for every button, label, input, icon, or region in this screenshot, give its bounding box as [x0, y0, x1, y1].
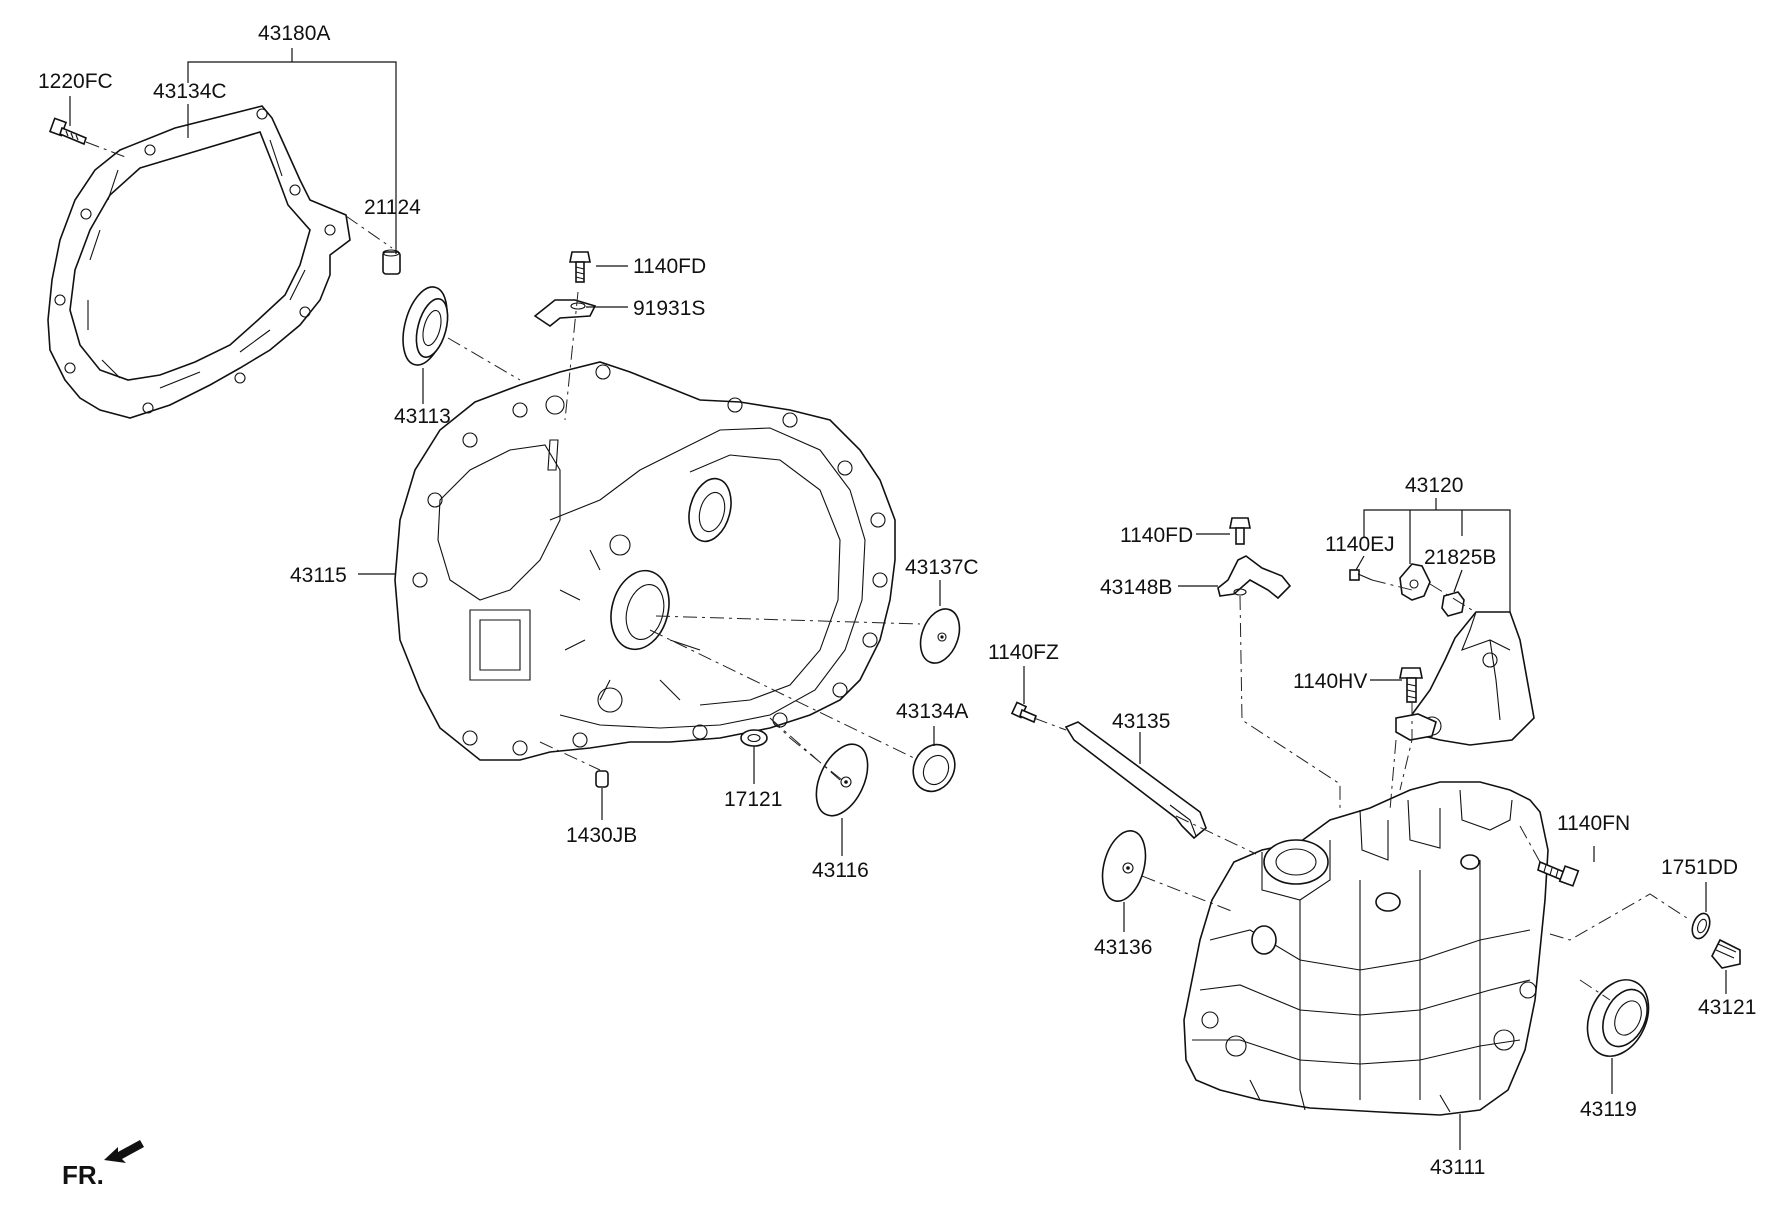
bolt-1220FC [48, 117, 87, 146]
breather-43135 [1064, 721, 1207, 840]
assembly-lines [85, 141, 1691, 1001]
front-direction-marker: FR. [62, 1140, 144, 1190]
bracket-43120 [1395, 611, 1535, 746]
front-label: FR. [62, 1160, 104, 1190]
label-43137C: 43137C [905, 556, 979, 579]
seal-43134A [912, 743, 956, 793]
label-1430JB: 1430JB [566, 824, 637, 847]
bolt-1140FZ [1010, 701, 1037, 724]
dowel-21124 [382, 249, 401, 275]
gasket-1751DD [1691, 912, 1711, 940]
label-43135: 43135 [1112, 710, 1170, 733]
gasket-43134C [47, 105, 351, 419]
label-1140FD-lower: 1140FD [1120, 524, 1193, 547]
label-43120: 43120 [1405, 474, 1463, 497]
bolt-1140FN [1537, 860, 1580, 887]
label-1140EJ: 1140EJ [1325, 533, 1395, 556]
label-1140FN: 1140FN [1557, 812, 1630, 835]
bolt-1140FD-lower [1229, 517, 1251, 545]
plug-43137C [919, 608, 961, 664]
label-43115: 43115 [290, 564, 347, 587]
label-1140FD-upper: 1140FD [633, 255, 706, 278]
clutch-housing-43115 [394, 361, 896, 761]
label-1140HV: 1140HV [1293, 670, 1367, 693]
label-1140FZ: 1140FZ [988, 641, 1059, 664]
label-17121: 17121 [724, 788, 782, 811]
label-21124: 21124 [364, 196, 421, 219]
label-43119: 43119 [1580, 1098, 1637, 1121]
front-arrow-icon [104, 1140, 144, 1163]
label-1751DD: 1751DD [1661, 856, 1738, 879]
label-43180A: 43180A [258, 22, 330, 45]
label-21825B: 21825B [1424, 546, 1496, 569]
leader-lines [69, 48, 1727, 1150]
plug-43121 [1711, 938, 1741, 969]
nut-21825B [1441, 591, 1465, 617]
label-43134C: 43134C [153, 80, 227, 103]
plug-43116 [815, 743, 869, 817]
label-43148B: 43148B [1100, 576, 1172, 599]
seal-43113 [402, 286, 449, 366]
transaxle-case-43111 [1183, 781, 1549, 1116]
label-43136: 43136 [1094, 936, 1152, 959]
seal-43119 [1586, 979, 1650, 1057]
label-43113: 43113 [394, 405, 451, 428]
bracket-43148B [1217, 555, 1292, 600]
washer-17121 [740, 729, 768, 747]
label-43134A: 43134A [896, 700, 968, 723]
label-91931S: 91931S [633, 297, 705, 320]
plug-43136 [1101, 830, 1147, 902]
bolt-1140HV [1399, 667, 1423, 703]
clip-43120-a [1399, 563, 1431, 601]
label-43121: 43121 [1698, 996, 1756, 1019]
bolt-1140EJ [1349, 569, 1373, 581]
pin-1430JB [595, 770, 609, 788]
part-labels: 43180A 1220FC 43134C 21124 43113 1140FD … [38, 22, 1756, 1179]
label-1220FC: 1220FC [38, 70, 113, 93]
label-43111: 43111 [1430, 1156, 1485, 1179]
bolt-1140FD-upper [569, 251, 591, 283]
bracket-91931S [533, 299, 597, 327]
label-43116: 43116 [812, 859, 869, 882]
